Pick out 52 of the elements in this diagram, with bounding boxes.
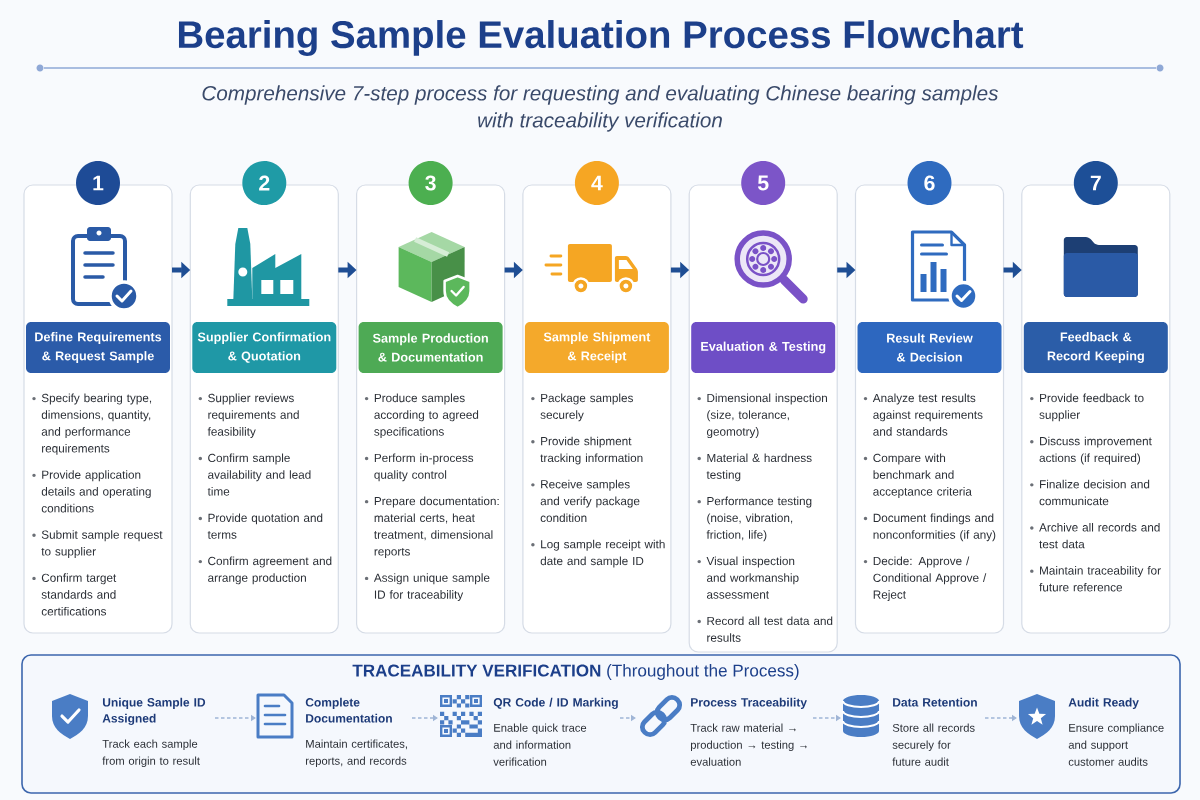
bullet-text: Record all test data and results: [707, 616, 833, 642]
title-bar: Sample Shipment & Receipt: [524, 322, 669, 373]
item-title: Audit Ready: [1068, 697, 1139, 709]
bullet-text: Log sample receipt with date and sample ID: [540, 539, 665, 568]
item-text: Track each sample from origin to result: [102, 739, 200, 768]
item-text: Track raw material → production → testing → evaluation: [690, 723, 807, 766]
title-bar: Supplier Confirmation & Quotation: [192, 322, 337, 373]
bullet-text: Assign unique sample ID for traceability: [373, 573, 490, 602]
panel-title: TRACEABILITY VERIFICATION (Throughout the Process): [352, 664, 799, 680]
bullet-text: Specify bearing type, dimensions, quantity, and performance requirements: [41, 393, 152, 455]
bullet-text: Decide: Approve / Conditional Approve / Reject: [873, 556, 987, 602]
bullet-text: Confirm target standards and certifications: [41, 573, 117, 616]
item-title: Data Retention: [893, 697, 977, 707]
page-title: Bearing Sample Evaluation Process Flowchart: [178, 20, 1024, 56]
item-title: QR Code / ID Marking: [493, 697, 618, 710]
bullet-text: Provide shipment tracking information: [540, 436, 643, 465]
title-bar: Sample Production & Documentation: [358, 322, 503, 373]
item-text: Store all records securely for future audit: [892, 723, 975, 766]
item-text: Ensure compliance and support customer audits: [1068, 723, 1164, 766]
bullet-text: Dimensional inspection (size, tolerance, geomotry): [707, 393, 827, 439]
bullet-text: Discuss improvement actions (if required): [1039, 436, 1152, 465]
title-bar: Define Requirements & Request Sample: [26, 322, 170, 373]
bullet-text: Submit sample request to supplier: [41, 530, 163, 558]
item-text: Enable quick trace and information verification: [493, 723, 587, 766]
bullet-text: Provide feedback to supplier: [1039, 393, 1144, 422]
bullet-text: Finalize decision and communicate: [1039, 479, 1150, 506]
item-text: Maintain certificates, reports, and records: [306, 739, 407, 768]
bullet-text: Confirm sample availability and lead time: [207, 453, 311, 496]
item-title: Complete Documentation: [305, 697, 392, 723]
title-bar: Feedback & Record Keeping: [1023, 322, 1168, 373]
bullet-text: Performance testing (noise, vibration, friction, life): [706, 496, 812, 542]
bullet-text: Confirm agreement and arrange production: [208, 556, 332, 585]
bullet-text: Prepare documentation: material certs, heat treatment, dimensional reports: [374, 496, 499, 558]
bullet-text: Maintain traceability for future reference: [1039, 566, 1161, 592]
bullet-text: Visual inspection and workmanship assessment: [706, 556, 799, 599]
bullet-text: Document findings and nonconformities (if any): [873, 513, 996, 542]
bullet-text: Produce samples according to agreed specifications: [374, 393, 479, 439]
title-bar: Evaluation & Testing: [691, 322, 836, 373]
bullet-text: Receive samples and verify package condition: [540, 479, 640, 522]
bullet-text: Perform in-process quality control: [374, 453, 474, 482]
item-title: Unique Sample ID Assigned: [102, 697, 206, 726]
item-title: Process Traceability: [691, 697, 807, 709]
bullet-text: Analyze test results against requirements and standards: [872, 393, 983, 436]
bullet-text: Archive all records and test data: [1039, 522, 1160, 549]
bullet-text: Provide application details and operating conditions: [41, 470, 151, 513]
bullet-text: Supplier reviews requirements and feasibility: [207, 393, 299, 439]
bullet-text: Provide quotation and terms: [207, 513, 323, 539]
bullet-text: Material & hardness testing: [706, 453, 812, 482]
title-bar: Result Review & Decision: [857, 322, 1002, 373]
bullet-text: Package samples securely: [540, 393, 633, 422]
bullet-text: Compare with benchmark and acceptance criteria: [873, 453, 972, 498]
subtitle: Comprehensive 7-step process for requesting and evaluating Chinese bearing samples with traceability verification: [202, 85, 999, 132]
